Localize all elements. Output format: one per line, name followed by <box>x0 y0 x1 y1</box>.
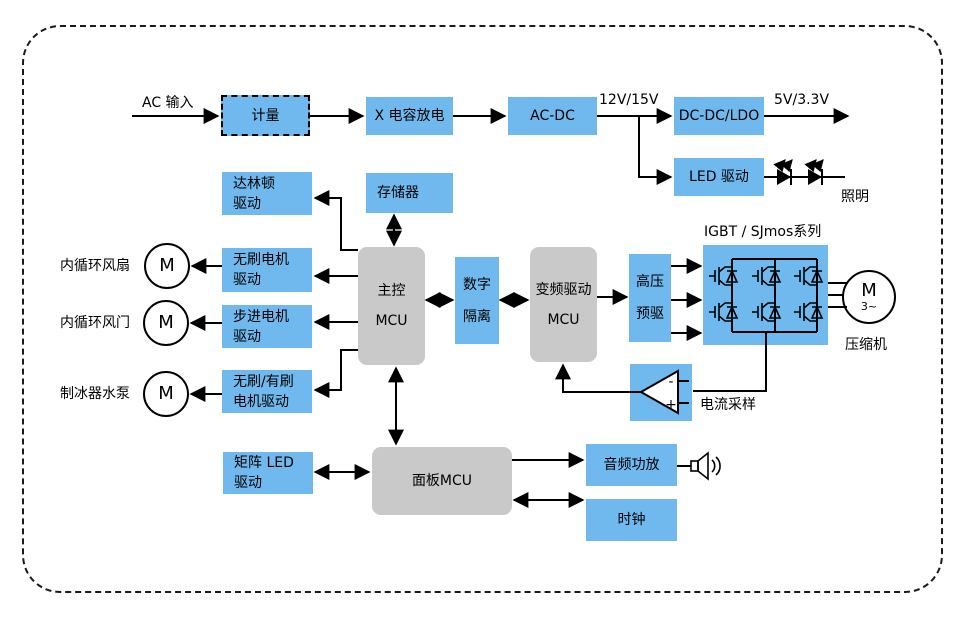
bldc-driver-block: 无刷电机 驱动 <box>222 248 312 292</box>
digital-isolation-block: 数字 隔离 <box>455 257 499 344</box>
ac-dc-block: AC-DC <box>508 97 597 135</box>
igbt-block <box>703 245 828 345</box>
lighting-label: 照明 <box>841 189 869 205</box>
fan-motor-icon: M <box>144 243 190 289</box>
damper-label: 内循环风门 <box>60 315 130 331</box>
panel-mcu-block: 面板MCU <box>372 447 512 515</box>
led-driver-block: LED 驱动 <box>674 158 764 196</box>
damper-motor-icon: M <box>143 300 189 346</box>
igbt-bridge-icon <box>708 258 823 345</box>
clock-block: 时钟 <box>586 499 677 541</box>
compressor-label: 压缩机 <box>845 337 887 353</box>
opamp-icon: - + <box>638 369 689 415</box>
darlington-driver-block: 达林顿 驱动 <box>222 172 312 215</box>
audio-amp-block: 音频功放 <box>586 444 677 486</box>
current-sense-label: 电流采样 <box>700 397 756 413</box>
x-cap-discharge-block: X 电容放电 <box>366 97 453 135</box>
main-mcu-block: 主控 MCU <box>358 247 425 365</box>
matrix-led-driver-block: 矩阵 LED 驱动 <box>223 452 313 494</box>
metering-block: 计量 <box>221 95 310 136</box>
stepper-driver-block: 步进电机 驱动 <box>222 305 312 348</box>
dc-dc-ldo-block: DC-DC/LDO <box>674 97 764 135</box>
inverter-mcu-block: 变频驱动 MCU <box>530 247 597 362</box>
ac-input-label: AC 输入 <box>142 95 194 111</box>
brush-motor-driver-block: 无刷/有刷 电机驱动 <box>222 370 312 413</box>
memory-block: 存储器 <box>366 173 453 213</box>
igbt-title: IGBT / SJmos系列 <box>704 224 822 240</box>
rail-5v-label: 5V/3.3V <box>774 92 830 108</box>
rail-12v-label: 12V/15V <box>599 92 659 108</box>
compressor-motor-icon: M 3~ <box>842 270 896 324</box>
pump-label: 制冰器水泵 <box>60 386 130 402</box>
svg-text:-: - <box>668 374 673 390</box>
fan-label: 内循环风扇 <box>60 258 130 274</box>
svg-text:+: + <box>665 397 677 413</box>
outer-dashed-frame <box>22 25 943 593</box>
current-sense-block: - + <box>630 364 692 421</box>
hv-predriver-block: 高压 预驱 <box>629 254 671 342</box>
pump-motor-icon: M <box>143 371 189 417</box>
